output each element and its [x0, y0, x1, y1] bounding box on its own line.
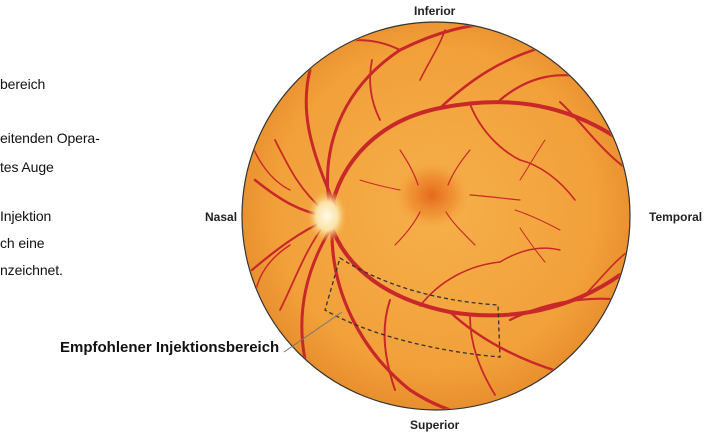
label-temporal: Temporal	[649, 210, 702, 224]
label-nasal: Nasal	[205, 210, 237, 224]
label-inferior: Inferior	[414, 4, 455, 18]
macula	[394, 161, 470, 229]
label-superior: Superior	[410, 418, 459, 432]
injection-area-label: Empfohlener Injektionsbereich	[60, 339, 279, 356]
optic-disc	[307, 190, 347, 242]
